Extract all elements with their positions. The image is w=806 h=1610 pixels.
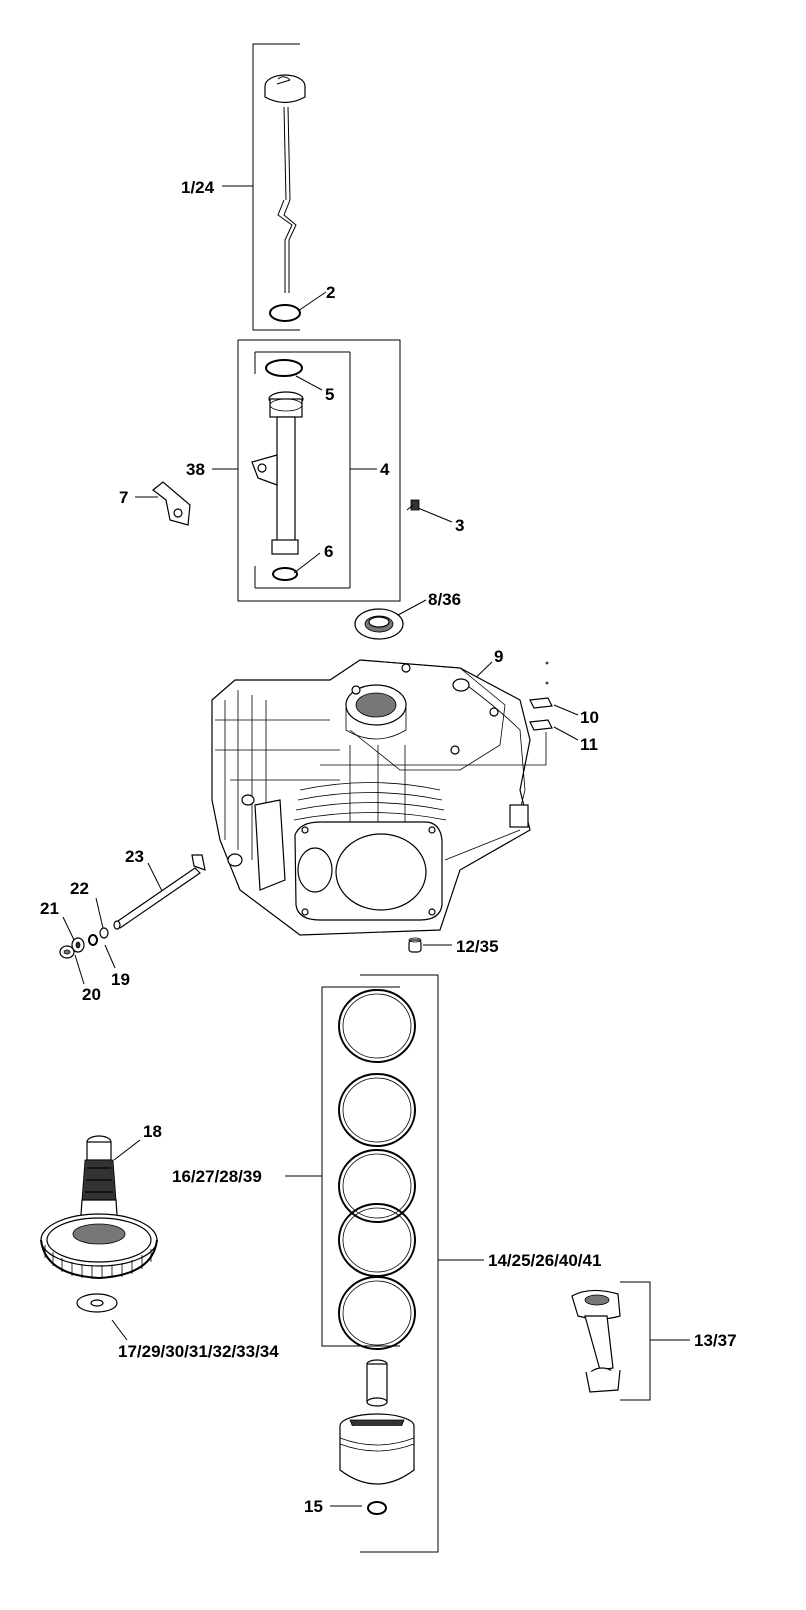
leader-lines (62, 185, 690, 1507)
small-part-22 (99, 927, 109, 939)
bracket-part-7 (152, 481, 191, 526)
label-13-37: 13/37 (694, 1331, 737, 1350)
label-4: 4 (380, 460, 390, 479)
dipstick-part (264, 74, 306, 293)
o-ring-6 (272, 567, 298, 581)
washer-part-21 (71, 937, 85, 953)
label-2: 2 (326, 283, 335, 302)
label-18: 18 (143, 1122, 162, 1141)
piston (339, 1413, 415, 1485)
label-20: 20 (82, 985, 101, 1004)
thrust-washer-part (76, 1293, 118, 1313)
label-11: 11 (580, 735, 598, 754)
label-12-35: 12/35 (456, 937, 499, 956)
connecting-rod-part (571, 1289, 621, 1393)
label-6: 6 (324, 542, 333, 561)
piston-pin (366, 1359, 388, 1407)
callout-labels: 1/24 2 5 38 4 7 3 6 8/36 9 10 11 23 22 2… (40, 178, 737, 1516)
label-16-27-28-39: 16/27/28/39 (172, 1167, 262, 1186)
label-8-36: 8/36 (428, 590, 461, 609)
label-10: 10 (580, 708, 599, 727)
label-22: 22 (70, 879, 89, 898)
label-15: 15 (304, 1497, 323, 1516)
label-7: 7 (119, 488, 128, 507)
crankcase-part (211, 659, 547, 936)
piston-rings (338, 989, 416, 1350)
label-23: 23 (125, 847, 144, 866)
part-9 (452, 678, 470, 692)
label-21: 21 (40, 899, 59, 918)
part-11 (529, 719, 553, 731)
dipstick-tube-part (251, 391, 304, 555)
label-5: 5 (325, 385, 334, 404)
dowel-part (408, 937, 422, 953)
label-9: 9 (494, 647, 503, 666)
retainer-part-15 (367, 1501, 387, 1515)
label-1-24: 1/24 (181, 178, 215, 197)
label-17-29-34: 17/29/30/31/32/33/34 (118, 1342, 279, 1361)
label-3: 3 (455, 516, 464, 535)
oil-seal-part (354, 608, 404, 640)
label-38: 38 (186, 460, 205, 479)
screw-part-3 (406, 499, 420, 511)
label-19: 19 (111, 970, 130, 989)
o-ring-5 (265, 359, 303, 377)
camshaft-part (40, 1135, 158, 1280)
label-14-25-26-40-41: 14/25/26/40/41 (488, 1251, 601, 1270)
rod-part-23 (113, 854, 206, 930)
o-ring-2 (269, 304, 301, 322)
small-part-19 (88, 934, 98, 946)
nut-part-20 (59, 945, 75, 959)
part-10 (529, 661, 553, 709)
